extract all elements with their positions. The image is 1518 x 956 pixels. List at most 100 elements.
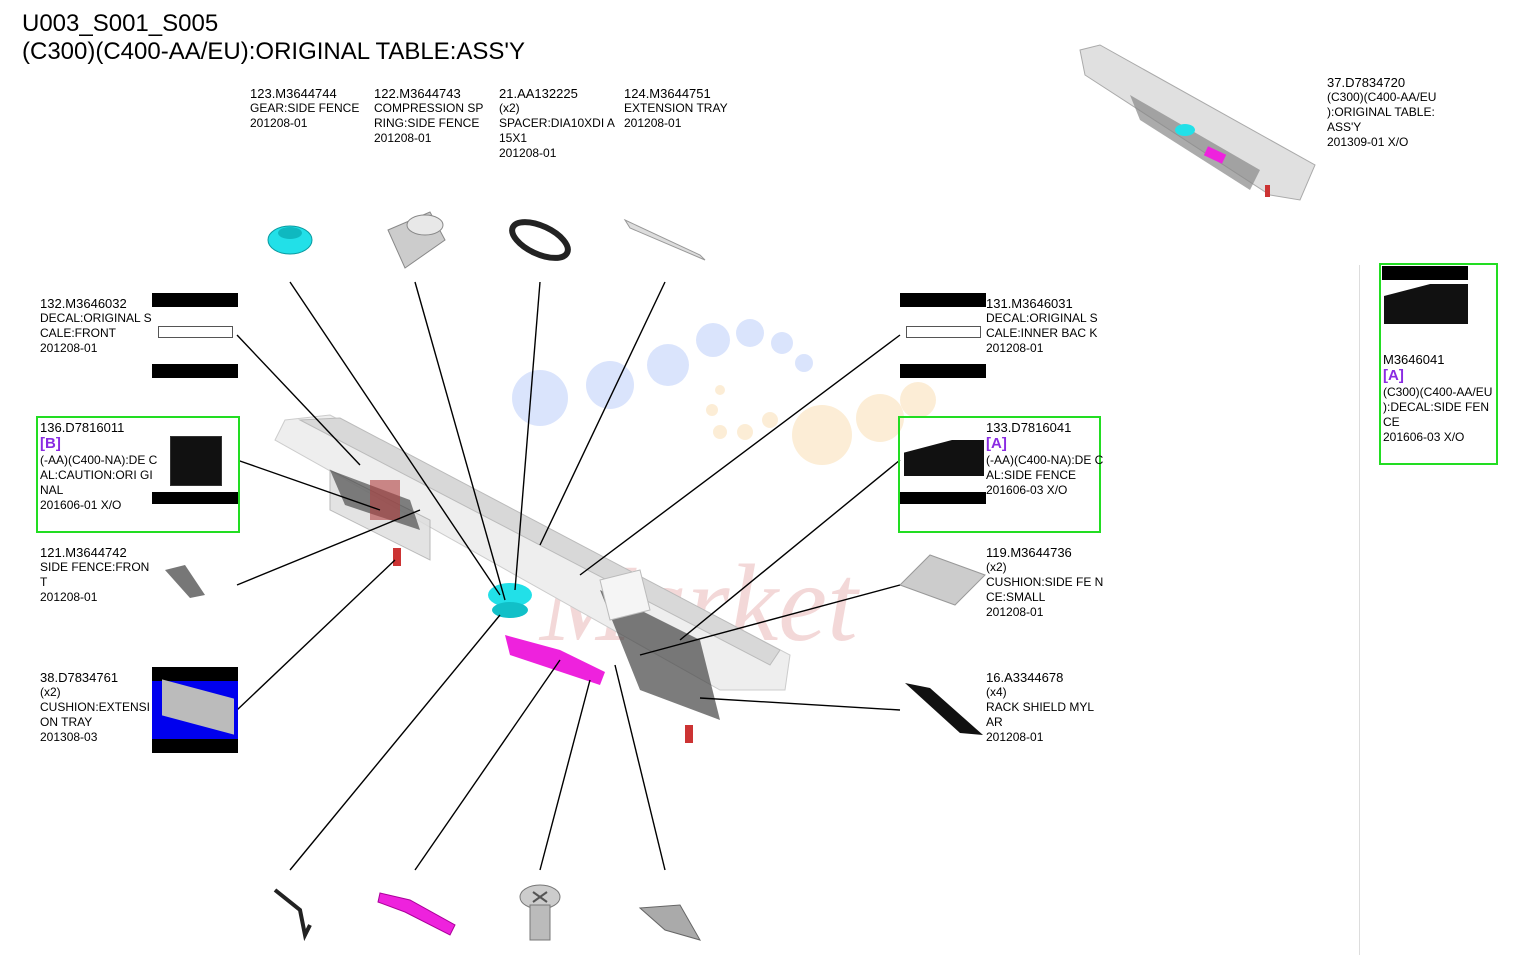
part-name: COMPRESSION SP RING:SIDE FENCE <box>374 101 484 130</box>
part-label-16[interactable]: 16.A3344678 (x4) RACK SHIELD MYL AR 2012… <box>986 670 1104 745</box>
side-fence-decal-bar <box>900 492 986 504</box>
gear-side-fence-part <box>267 225 313 255</box>
part-date: 201208-01 <box>250 116 308 130</box>
part-label-124[interactable]: 124.M3644751 EXTENSION TRAY 201208-01 <box>624 86 742 131</box>
divider-line <box>1359 265 1360 955</box>
hook-part <box>273 888 312 942</box>
part-name: EXTENSION TRAY <box>624 101 728 115</box>
part-date: 201208-01 <box>624 116 682 130</box>
part-date: 201208-01 <box>986 730 1044 744</box>
part-date: 201208-01 <box>986 341 1044 355</box>
compression-spring-part <box>387 211 446 269</box>
part-name: (C300)(C400-AA/EU ):ORIGINAL TABLE: ASS'… <box>1327 90 1437 134</box>
spacer-part <box>509 219 571 261</box>
bracket-part <box>638 904 702 941</box>
decal-inner-thumbnail <box>906 326 981 338</box>
part-date: 201208-01 <box>40 341 98 355</box>
side-fence-front-part <box>165 565 205 598</box>
part-number: 122.M3644743 <box>374 86 461 101</box>
part-label-m3646041[interactable]: M3646041 [A] (C300)(C400-AA/EU ):DECAL:S… <box>1383 352 1495 445</box>
decal-inner-bar-top <box>900 293 986 307</box>
part-name: SIDE FENCE:FRON T <box>40 560 150 589</box>
part-number: 131.M3646031 <box>986 296 1073 311</box>
part-name: (-AA)(C400-NA):DE CAL:CAUTION:ORI GINAL <box>40 453 158 497</box>
decal-front-bar-top <box>152 293 238 307</box>
part-tag: [B] <box>40 435 61 452</box>
part-number: 16.A3344678 <box>986 670 1064 685</box>
part-label-123[interactable]: 123.M3644744 GEAR:SIDE FENCE 201208-01 <box>250 86 368 131</box>
part-label-132[interactable]: 132.M3646032 DECAL:ORIGINAL SCALE:FRONT … <box>40 296 158 356</box>
part-label-136[interactable]: 136.D7816011 [B] (-AA)(C400-NA):DE CAL:C… <box>40 420 158 513</box>
part-name: GEAR:SIDE FENCE <box>250 101 360 115</box>
caution-decal-frame <box>152 420 238 504</box>
part-number: 121.M3644742 <box>40 545 127 560</box>
cushion-block <box>162 679 234 735</box>
part-number: 119.M3644736 <box>986 545 1072 560</box>
page-subtitle: (C300)(C400-AA/EU):ORIGINAL TABLE:ASS'Y <box>22 38 525 65</box>
part-name: DECAL:ORIGINAL SCALE:INNER BAC K <box>986 311 1098 340</box>
part-label-133[interactable]: 133.D7816041 [A] (-AA)(C400-NA):DE CAL:S… <box>986 420 1104 498</box>
part-name: SPACER:DIA10XDI A15X1 <box>499 116 615 145</box>
part-date: 201309-01 X/O <box>1327 135 1409 149</box>
part-quantity: (x2) <box>499 101 520 115</box>
part-number: 133.D7816041 <box>986 420 1072 435</box>
assembly-thumbnail <box>1079 44 1316 201</box>
part-label-122[interactable]: 122.M3644743 COMPRESSION SP RING:SIDE FE… <box>374 86 492 146</box>
part-name: (-AA)(C400-NA):DE CAL:SIDE FENCE <box>986 453 1104 482</box>
original-table-assembly <box>274 414 791 743</box>
highlight-box-m3646041[interactable] <box>1379 263 1498 465</box>
caution-decal-bar <box>152 492 238 504</box>
part-quantity: (x2) <box>986 560 1007 574</box>
part-label-21[interactable]: 21.AA132225 (x2) SPACER:DIA10XDI A15X1 2… <box>499 86 617 161</box>
caution-decal-thumbnail <box>170 436 222 486</box>
part-date: 201208-01 <box>374 131 432 145</box>
part-date: 201208-01 <box>40 590 98 604</box>
part-label-38[interactable]: 38.D7834761 (x2) CUSHION:EXTENSI ON TRAY… <box>40 670 158 745</box>
part-quantity: (x2) <box>40 685 61 699</box>
gear-shaft-part <box>377 892 456 936</box>
part-number: 37.D7834720 <box>1327 75 1406 90</box>
part-name: RACK SHIELD MYL AR <box>986 700 1094 729</box>
part-quantity: (x4) <box>986 685 1007 699</box>
part-tag: [A] <box>1383 367 1404 384</box>
part-number: 21.AA132225 <box>499 86 578 101</box>
side-fence-decal-frame <box>900 420 986 504</box>
part-label-37[interactable]: 37.D7834720 (C300)(C400-AA/EU ):ORIGINAL… <box>1327 75 1445 150</box>
side-fence-decal-right-bar <box>1382 266 1468 280</box>
highlight-box-133[interactable] <box>898 416 1101 533</box>
cushion-thumbnail-bar-top <box>152 667 238 681</box>
part-number: 132.M3646032 <box>40 296 127 311</box>
part-number: M3646041 <box>1383 352 1445 367</box>
extension-tray-part <box>623 218 706 261</box>
part-label-121[interactable]: 121.M3644742 SIDE FENCE:FRON T 201208-01 <box>40 545 158 605</box>
part-tag: [A] <box>986 435 1007 452</box>
part-date: 201208-01 <box>986 605 1044 619</box>
decal-front-thumbnail <box>158 326 233 338</box>
part-name: (C300)(C400-AA/EU ):DECAL:SIDE FEN CE <box>1383 385 1493 429</box>
leader-lines <box>236 281 901 871</box>
cushion-side-fence-part <box>899 554 986 606</box>
part-number: 124.M3644751 <box>624 86 711 101</box>
part-label-119[interactable]: 119.M3644736 (x2) CUSHION:SIDE FE NCE:SM… <box>986 545 1104 620</box>
screw-part <box>519 884 561 941</box>
part-date: 201606-01 X/O <box>40 498 122 512</box>
part-number: 136.D7816011 <box>40 420 125 435</box>
page-title: U003_S001_S005 <box>22 10 219 37</box>
part-name: CUSHION:EXTENSI ON TRAY <box>40 700 151 729</box>
rack-shield-mylar-part <box>905 683 983 735</box>
highlight-box-136[interactable] <box>36 416 240 533</box>
decal-front-bar-bottom <box>152 364 238 378</box>
decal-inner-bar-bottom <box>900 364 986 378</box>
part-label-131[interactable]: 131.M3646031 DECAL:ORIGINAL SCALE:INNER … <box>986 296 1104 356</box>
cushion-extension-tray-thumbnail <box>152 667 238 753</box>
part-date: 201606-03 X/O <box>986 483 1068 497</box>
part-number: 123.M3644744 <box>250 86 337 101</box>
part-name: CUSHION:SIDE FE NCE:SMALL <box>986 575 1104 604</box>
part-date: 201606-03 X/O <box>1383 430 1465 444</box>
part-date: 201308-03 <box>40 730 98 744</box>
part-date: 201208-01 <box>499 146 557 160</box>
part-name: DECAL:ORIGINAL SCALE:FRONT <box>40 311 152 340</box>
part-number: 38.D7834761 <box>40 670 119 685</box>
cushion-thumbnail-bar-bottom <box>152 739 238 753</box>
